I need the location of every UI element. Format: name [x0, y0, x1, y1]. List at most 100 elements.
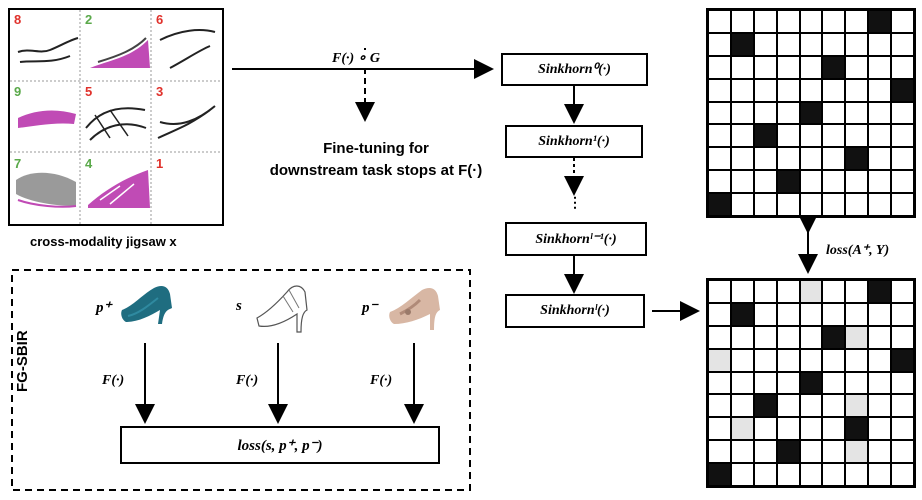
grid-cell: [776, 325, 800, 349]
grid-cell: [753, 440, 777, 464]
grid-cell: [708, 101, 731, 125]
grid-cell: [753, 371, 777, 395]
jigsaw-caption: cross-modality jigsaw x: [30, 234, 177, 249]
grid-cell: [845, 371, 869, 395]
grid-cell: [822, 371, 846, 395]
grid-cell: [753, 325, 777, 349]
grid-cell: [753, 348, 777, 372]
p-plus-label: p⁺: [96, 300, 112, 316]
grid-cell: [776, 371, 800, 395]
triplet-loss-box: loss(s, p⁺, p⁻): [120, 426, 440, 464]
grid-cell: [776, 394, 800, 418]
grid-cell: [799, 55, 823, 79]
grid-cell: [822, 32, 846, 56]
jigsaw-grid: 8 2 6 9 5 3 7 4 1: [8, 8, 224, 226]
grid-cell: [753, 280, 777, 303]
grid-cell: [868, 55, 892, 79]
grid-cell: [799, 193, 823, 216]
grid-cell: [891, 463, 914, 486]
grid-cell: [845, 348, 869, 372]
finetune-line-1: Fine-tuning for: [323, 140, 429, 157]
grid-cell: [822, 101, 846, 125]
grid-cell: [730, 417, 754, 441]
grid-cell: [730, 348, 754, 372]
grid-cell: [708, 302, 731, 326]
grid-cell: [776, 101, 800, 125]
grid-cell: [868, 32, 892, 56]
grid-cell: [891, 32, 914, 56]
grid-cell: [868, 101, 892, 125]
grid-cell: [753, 32, 777, 56]
grid-cell: [776, 280, 800, 303]
grid-cell: [753, 10, 777, 33]
tile-number-2: 2: [85, 12, 93, 27]
sinkhorn-dots: ⋮: [568, 194, 582, 210]
grid-cell: [845, 463, 869, 486]
grid-cell: [753, 394, 777, 418]
grid-cell: [730, 101, 754, 125]
finetune-line-2: downstream task stops at F(·): [269, 162, 483, 179]
grid-cell: [868, 170, 892, 194]
p-minus-label: p⁻: [362, 300, 378, 316]
grid-cell: [822, 417, 846, 441]
grid-cell: [845, 325, 869, 349]
grid-cell: [708, 440, 731, 464]
grid-cell: [891, 101, 914, 125]
grid-cell: [730, 440, 754, 464]
grid-cell: [845, 78, 869, 102]
grid-cell: [776, 147, 800, 171]
grid-cell: [845, 124, 869, 148]
grid-cell: [708, 32, 731, 56]
grid-cell: [753, 147, 777, 171]
grid-cell: [845, 302, 869, 326]
grid-cell: [891, 78, 914, 102]
grid-cell: [730, 170, 754, 194]
sinkhorn-1-box: Sinkhorn¹(·): [505, 125, 643, 158]
grid-cell: [845, 193, 869, 216]
grid-cell: [868, 348, 892, 372]
grid-cell: [868, 325, 892, 349]
grid-cell: [845, 32, 869, 56]
grid-cell: [776, 124, 800, 148]
grid-cell: [776, 32, 800, 56]
grid-cell: [753, 78, 777, 102]
grid-cell: [868, 371, 892, 395]
grid-cell: [753, 193, 777, 216]
grid-cell: [868, 280, 892, 303]
tile-number-5: 5: [85, 84, 93, 99]
grid-cell: [776, 193, 800, 216]
grid-cell: [799, 417, 823, 441]
grid-cell: [868, 302, 892, 326]
grid-cell: [799, 440, 823, 464]
sketch-image: [256, 285, 308, 333]
grid-cell: [730, 394, 754, 418]
tile-number-9: 9: [14, 84, 22, 99]
grid-cell: [845, 170, 869, 194]
sinkhorn-l-minus-1-box: Sinkhornˡ⁻¹(·): [505, 222, 647, 256]
grid-cell: [845, 10, 869, 33]
tile-number-4: 4: [85, 156, 93, 171]
tile-number-7: 7: [14, 156, 22, 171]
grid-cell: [822, 124, 846, 148]
grid-cell: [868, 417, 892, 441]
grid-cell: [753, 170, 777, 194]
grid-cell: [708, 394, 731, 418]
s-label: s: [236, 298, 242, 314]
grid-cell: [845, 394, 869, 418]
grid-cell: [730, 280, 754, 303]
grid-cell: [753, 101, 777, 125]
grid-cell: [868, 463, 892, 486]
grid-cell: [822, 78, 846, 102]
sinkhorn-l-box: Sinkhornˡ(·): [505, 294, 645, 328]
grid-cell: [776, 440, 800, 464]
grid-cell: [891, 280, 914, 303]
tile-number-3: 3: [156, 84, 164, 99]
grid-cell: [868, 440, 892, 464]
grid-cell: [822, 348, 846, 372]
sinkhorn-l-minus-1-label: Sinkhornˡ⁻¹(·): [535, 231, 617, 247]
grid-cell: [799, 463, 823, 486]
grid-cell: [708, 371, 731, 395]
tile-number-1: 1: [156, 156, 164, 171]
grid-cell: [845, 417, 869, 441]
grid-cell: [799, 10, 823, 33]
